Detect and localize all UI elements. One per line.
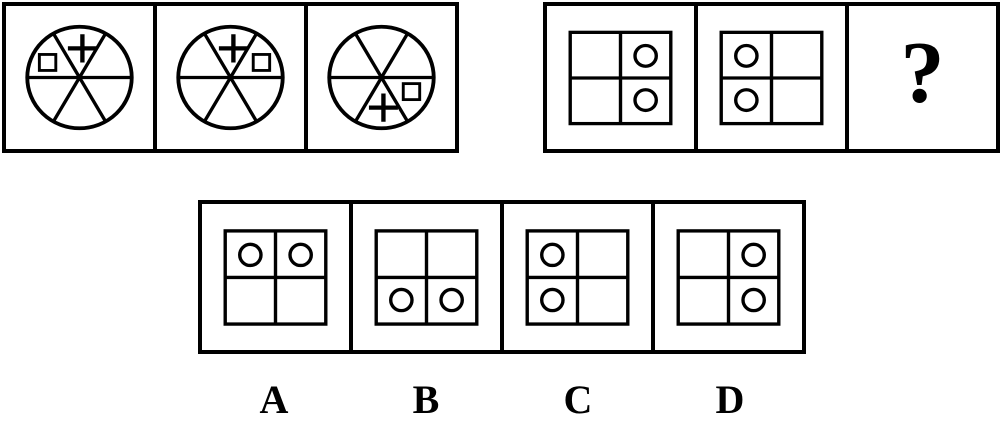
small-circle-icon xyxy=(633,43,658,68)
small-circle-icon xyxy=(741,287,766,313)
sequence-panel-grid-1 xyxy=(543,2,698,153)
small-circle-icon xyxy=(734,43,759,68)
quad-grid-figure xyxy=(676,229,781,326)
quad-grid-figure xyxy=(568,30,673,126)
right-sequence: ? xyxy=(543,2,1000,153)
sequence-panel-circle-1 xyxy=(2,2,157,153)
circle-outline-icon xyxy=(327,24,436,131)
sequence-panel-circle-3 xyxy=(304,2,459,153)
plus-icon xyxy=(218,34,248,63)
option-panel-a[interactable] xyxy=(198,200,353,354)
plus-icon xyxy=(368,93,398,122)
square-icon xyxy=(37,53,58,72)
option-panel-d[interactable] xyxy=(651,200,806,354)
plus-icon xyxy=(67,34,97,63)
quad-grid-figure xyxy=(719,30,824,126)
small-circle-icon xyxy=(741,242,766,268)
small-circle-icon xyxy=(238,242,263,268)
question-panel: ? xyxy=(845,2,1000,153)
small-circle-icon xyxy=(734,88,759,113)
option-panel-b[interactable] xyxy=(349,200,504,354)
quad-grid-figure xyxy=(525,229,630,326)
square-icon xyxy=(251,53,272,72)
small-circle-icon xyxy=(288,242,313,268)
quad-grid-figure xyxy=(374,229,479,326)
options-row xyxy=(198,200,806,354)
sector-circle-figure xyxy=(25,24,134,131)
label-slot-c: C xyxy=(502,380,654,420)
option-label-b[interactable]: B xyxy=(412,377,440,422)
option-label-c[interactable]: C xyxy=(563,377,593,422)
question-mark: ? xyxy=(900,24,945,122)
small-circle-icon xyxy=(389,287,414,313)
grid-outline-icon xyxy=(525,229,630,326)
option-label-a[interactable]: A xyxy=(259,377,289,422)
sector-divider-line xyxy=(353,32,410,123)
option-label-d[interactable]: D xyxy=(715,377,745,422)
quad-grid-figure xyxy=(223,229,328,326)
sequence-panel-grid-2 xyxy=(694,2,849,153)
square-icon xyxy=(401,82,422,102)
label-slot-d: D xyxy=(654,380,806,420)
sector-circle-figure xyxy=(327,24,436,131)
left-sequence xyxy=(2,2,459,153)
label-slot-b: B xyxy=(350,380,502,420)
small-circle-icon xyxy=(540,287,565,313)
option-panel-c[interactable] xyxy=(500,200,655,354)
grid-outline-icon xyxy=(676,229,781,326)
sector-circle-figure xyxy=(176,24,285,131)
small-circle-icon xyxy=(439,287,464,313)
small-circle-icon xyxy=(540,242,565,268)
small-circle-icon xyxy=(633,88,658,113)
option-labels-row: A B C D xyxy=(198,380,806,420)
sequence-panel-circle-2 xyxy=(153,2,308,153)
label-slot-a: A xyxy=(198,380,350,420)
